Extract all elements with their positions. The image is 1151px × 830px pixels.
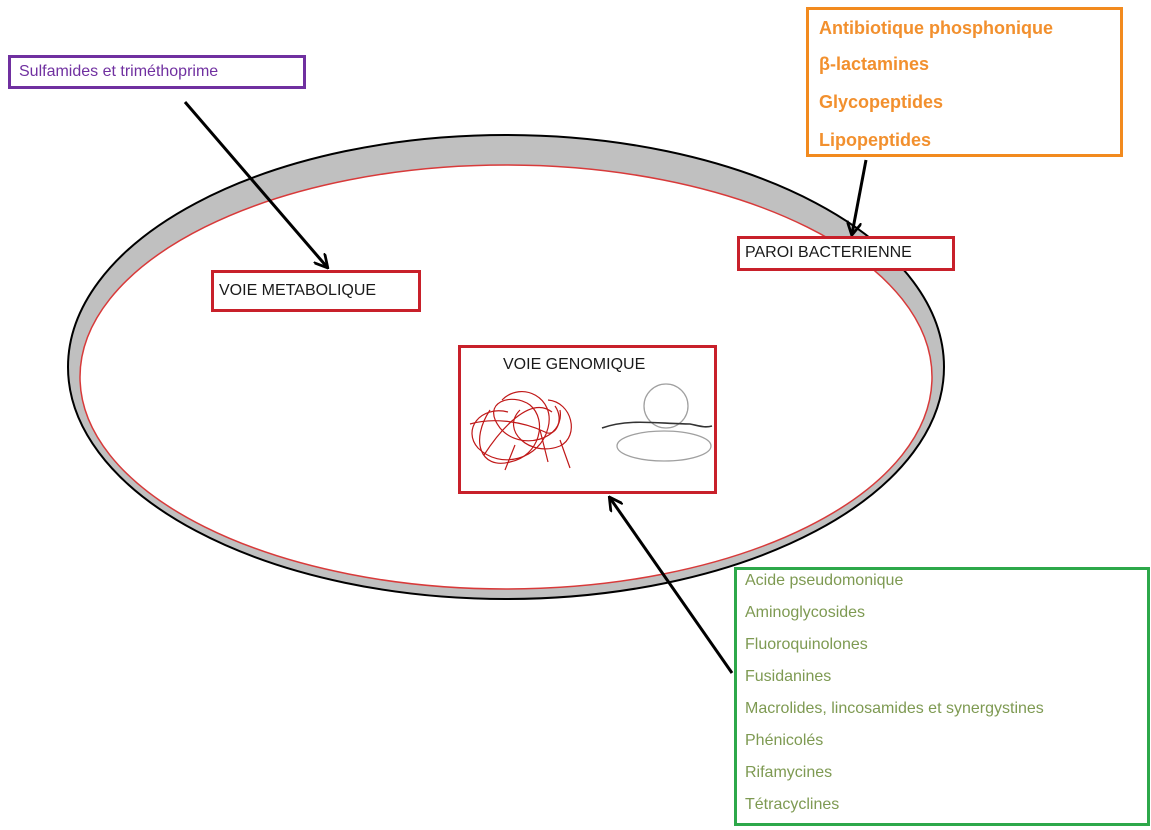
genomic-drug-box: Acide pseudomonique Aminoglycosides Fluo…: [734, 567, 1150, 826]
genomic-drug-item: Phénicolés: [745, 732, 824, 749]
wall-drug-item: β-lactamines: [819, 54, 930, 74]
wall-target-box: PAROI BACTERIENNE: [737, 236, 955, 271]
genomic-drug-item: Macrolides, lincosamides et synergystine…: [745, 700, 1044, 717]
metabolic-drug-label: Sulfamides et triméthoprime: [19, 63, 219, 80]
metabolic-target-box: VOIE METABOLIQUE: [211, 270, 421, 312]
wall-drug-box: Antibiotique phosphonique β-lactamines G…: [806, 7, 1123, 157]
arrow-to-genomic: [610, 498, 734, 674]
wall-target-label: PAROI BACTERIENNE: [745, 244, 912, 261]
wall-drug-item: Antibiotique phosphonique: [819, 18, 1053, 38]
metabolic-target-label: VOIE METABOLIQUE: [219, 282, 377, 299]
arrow-to-wall: [852, 159, 868, 234]
wall-drug-item: Glycopeptides: [819, 92, 944, 112]
genomic-drug-item: Aminoglycosides: [745, 604, 866, 621]
chromosome-drawing: [469, 390, 572, 471]
arrow-to-metabolic: [183, 101, 327, 267]
plasmid-drawing: [601, 383, 713, 462]
genomic-target-label: VOIE GENOMIQUE: [503, 356, 646, 373]
genomic-drug-item: Tétracyclines: [745, 796, 840, 813]
genomic-drug-item: Acide pseudomonique: [745, 572, 904, 589]
genomic-target-box: VOIE GENOMIQUE: [458, 345, 717, 494]
genomic-drug-item: Fusidanines: [745, 668, 832, 685]
genomic-drug-item: Rifamycines: [745, 764, 833, 781]
metabolic-drug-box: Sulfamides et triméthoprime: [8, 55, 306, 89]
genomic-drug-item: Fluoroquinolones: [745, 636, 868, 653]
wall-drug-item: Lipopeptides: [819, 130, 931, 150]
